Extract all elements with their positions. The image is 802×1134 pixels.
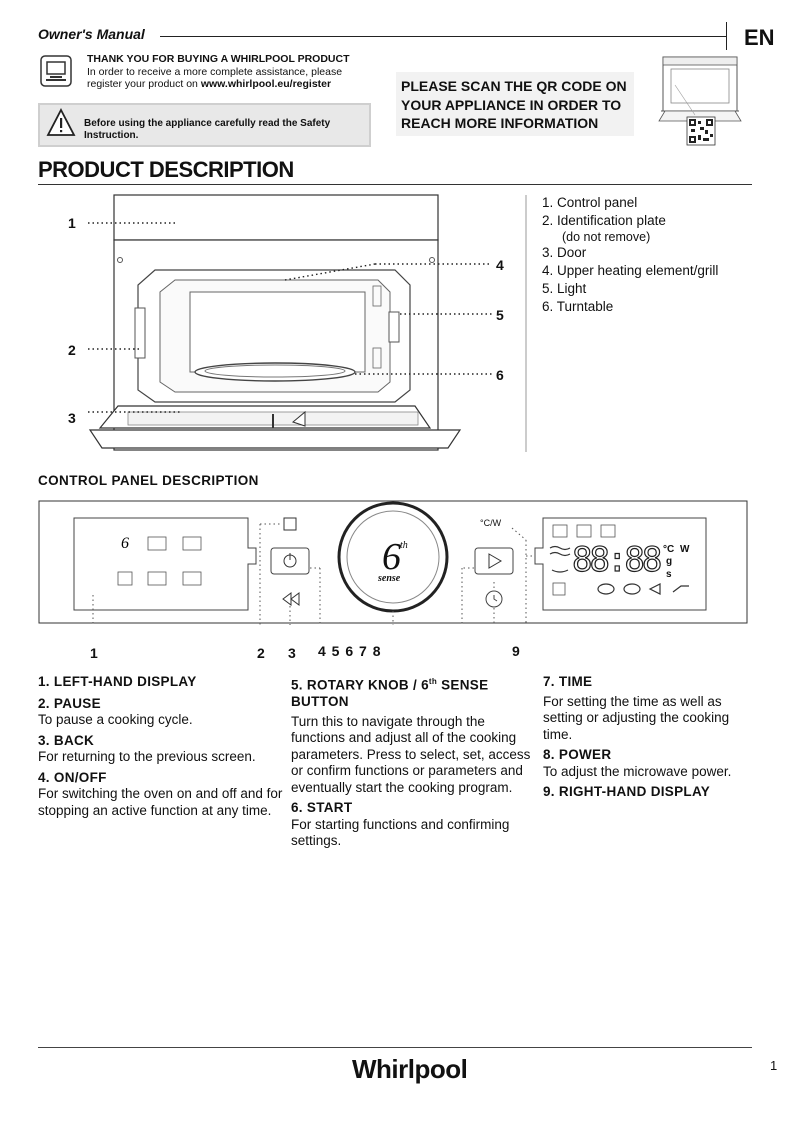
safety-warning-box [38,103,371,147]
cp-callout-2: 2 [257,645,265,661]
qr-notice-text: PLEASE SCAN THE QR CODE ON YOUR APPLIANC… [401,78,627,131]
control-panel-diagram: 6 [38,500,748,625]
register-text: THANK YOU FOR BUYING A WHIRLPOOL PRODUCT… [87,53,350,90]
right-display-digits: 88:88 [571,539,663,580]
unit-grams: g [666,556,673,567]
unit-label: °C/W [480,518,502,528]
cp-callout-3: 3 [288,645,296,661]
desc-column-1: 1. LEFT-HAND DISPLAY 2. PAUSE To pause a… [38,674,283,818]
register-url[interactable]: www.whirlpool.eu/register [200,78,332,90]
manual-title: Owner's Manual [38,26,145,42]
qr-notice-box [396,72,634,136]
header-rule [160,36,726,37]
cp-callout-9: 9 [512,643,520,659]
part-item: 4. Upper heating element/grill [542,263,719,278]
callout-1: 1 [68,215,76,231]
callout-6: 6 [496,367,504,383]
callout-5: 5 [496,307,504,323]
part-item: 6. Turntable [542,299,614,314]
desc-column-3: 7. TIME For setting the time as well as … [543,674,732,799]
control-panel-heading: CONTROL PANEL DESCRIPTION [38,473,259,488]
unit-seconds: s [666,569,672,580]
desc-column-2: 5. ROTARY KNOB / 6th SENSE BUTTON Turn t… [291,677,531,848]
section-rule [38,184,752,185]
footer-rule [38,1047,752,1048]
part-note: (do not remove) [562,230,651,244]
part-item: 1. Control panel [542,195,638,210]
safety-warning-text: Before using the appliance carefully rea… [84,118,331,141]
product-description-heading: PRODUCT DESCRIPTION [38,157,294,182]
callout-3: 3 [68,410,76,426]
callout-4: 4 [496,257,504,273]
computer-icon [40,55,72,87]
part-item: 2. Identification plate [542,213,666,228]
unit-watts: W [680,544,690,555]
svg-text:6: 6 [121,535,129,552]
part-item: 3. Door [542,245,587,260]
part-item: 5. Light [542,281,587,296]
cp-callout-4-8: 4 5 6 7 8 [318,643,382,659]
oven-diagram [88,194,527,452]
unit-celsius: °C [663,544,675,555]
warning-icon [46,108,76,136]
callout-2: 2 [68,342,76,358]
appliance-qr-illustration [658,56,742,146]
knob-th: th [400,540,408,551]
page-number: 1 [770,1058,778,1073]
knob-six[interactable]: 6 [382,536,401,578]
whirlpool-logo: Whirlpool [352,1054,468,1084]
language-code: EN [744,25,775,50]
parts-list: 1. Control panel 2. Identification plate… [542,194,718,316]
knob-sense: sense [378,573,401,584]
cp-callout-1: 1 [90,645,98,661]
header-divider [726,22,727,50]
